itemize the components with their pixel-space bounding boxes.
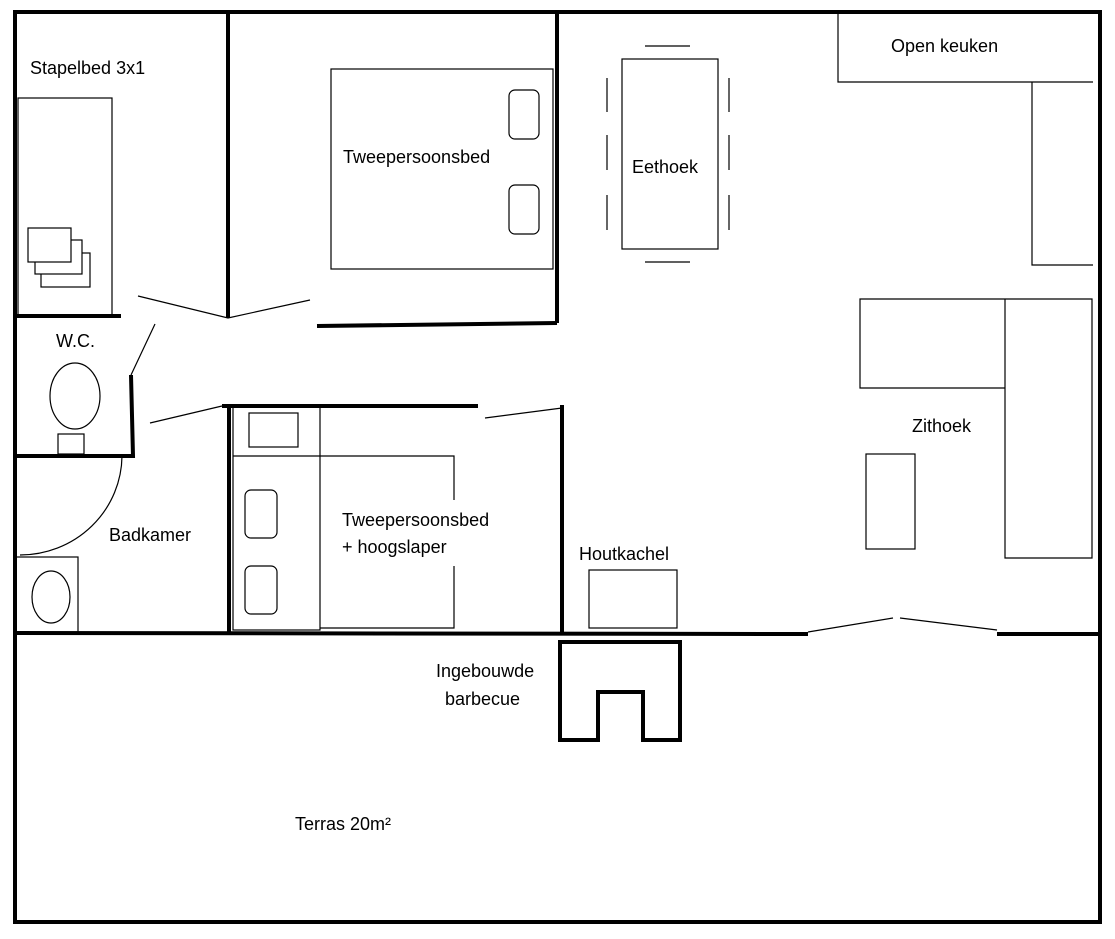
label-zithoek: Zithoek (912, 416, 972, 436)
interior-walls (14, 14, 1100, 636)
label-terras: Terras 20m² (295, 814, 391, 834)
bunk-bed (17, 97, 113, 317)
label-bbq-2: barbecue (445, 689, 520, 709)
label-keuken: Open keuken (891, 36, 998, 56)
label-bbq: Ingebouwde (436, 661, 534, 681)
doors (19, 295, 998, 633)
label-wc: W.C. (56, 331, 95, 351)
label-bedroom2-extra: + hoogslaper (342, 537, 447, 557)
wood-stove (588, 569, 678, 629)
sink (15, 556, 79, 634)
kitchen-counter (837, 14, 1093, 266)
double-bed-1 (330, 68, 554, 270)
label-bedroom1: Tweepersoonsbed (343, 147, 490, 167)
dining-table (606, 45, 730, 263)
label-houtkachel: Houtkachel (579, 544, 669, 564)
sofa (859, 298, 1093, 559)
barbecue (558, 640, 682, 742)
label-stapelbed: Stapelbed 3x1 (30, 58, 145, 78)
outer-walls (13, 10, 1102, 924)
double-bed-2 (232, 406, 455, 631)
label-bedroom2: Tweepersoonsbed (342, 510, 489, 530)
toilet (49, 362, 101, 455)
label-badkamer: Badkamer (109, 525, 191, 545)
label-eethoek: Eethoek (632, 157, 699, 177)
